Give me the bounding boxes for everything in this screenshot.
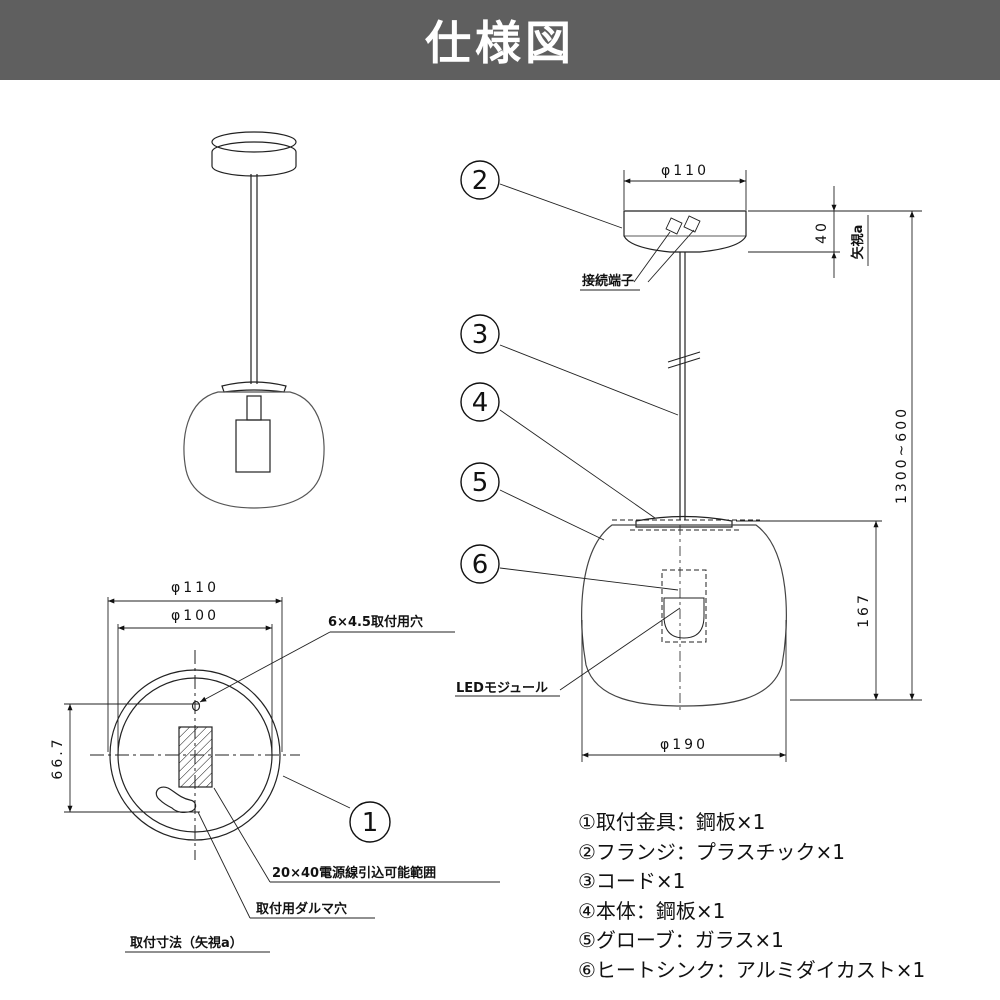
globe: [581, 524, 787, 707]
label-mount-holes: 6×4.5取付用穴: [328, 614, 423, 630]
perspective-canopy: [211, 141, 297, 177]
svg-text:1: 1: [362, 808, 379, 838]
callout-3: 3: [460, 314, 500, 354]
body-cap: [635, 515, 733, 528]
svg-text:3: 3: [472, 320, 489, 350]
mount-hole: [191, 700, 201, 712]
svg-text:6: 6: [472, 550, 489, 580]
bottom-view: [64, 597, 500, 953]
flange: [623, 210, 747, 253]
cable-range-box: [178, 726, 213, 788]
label-terminal: 接続端子: [582, 273, 634, 289]
svg-text:2: 2: [472, 166, 489, 196]
label-daruma-hole: 取付用ダルマ穴: [256, 901, 347, 917]
callout-1: 1: [349, 801, 391, 843]
dim-167: 167: [856, 592, 872, 628]
perspective-socket-neck: [246, 395, 262, 421]
dim-phi110-side: φ110: [661, 163, 709, 179]
label-cable-range: 20×40電源線引込可能範囲: [272, 865, 436, 881]
callout-2: 2: [460, 160, 500, 200]
dim-phi190: φ190: [660, 737, 708, 753]
label-arrow-view: 矢視a: [850, 225, 866, 260]
dim-66-7: 66.7: [50, 736, 66, 779]
heat-sink: [661, 569, 707, 643]
parts-list-item: ①取付金具：鋼板×1: [578, 810, 766, 834]
page-title: 仕様図: [425, 16, 575, 70]
dim-40: 40: [814, 220, 830, 244]
dim-phi100: φ100: [171, 608, 219, 624]
parts-list-item: ③コード×1: [578, 869, 686, 893]
perspective-cap: [221, 381, 287, 393]
side-view: [455, 170, 922, 762]
callout-5: 5: [460, 462, 500, 502]
dim-cord-length: 1300~600: [894, 406, 910, 504]
svg-text:5: 5: [472, 468, 489, 498]
parts-list: ①取付金具：鋼板×1 ②フランジ：プラスチック×1 ③コード×1 ④本体：鋼板×…: [578, 808, 998, 985]
parts-list-item: ②フランジ：プラスチック×1: [578, 839, 846, 864]
parts-list-item: ⑥ヒートシンク：アルミダイカスト×1: [578, 957, 926, 982]
perspective-globe: [183, 391, 325, 509]
callout-4: 4: [460, 382, 500, 422]
parts-list-item: ⑤グローブ：ガラス×1: [578, 928, 784, 952]
daruma-hole: [155, 786, 197, 814]
label-mount-dims: 取付寸法（矢視a）: [130, 935, 243, 951]
svg-text:4: 4: [472, 388, 489, 418]
perspective-socket: [235, 419, 271, 473]
header-bar: 仕様図: [0, 0, 1000, 80]
label-led-module: LEDモジュール: [456, 681, 548, 696]
parts-list-item: ④本体：鋼板×1: [578, 898, 726, 923]
led-module: [663, 597, 705, 639]
callout-6: 6: [460, 544, 500, 584]
dim-phi110-bottom: φ110: [171, 580, 219, 596]
perspective-view: [183, 131, 325, 509]
